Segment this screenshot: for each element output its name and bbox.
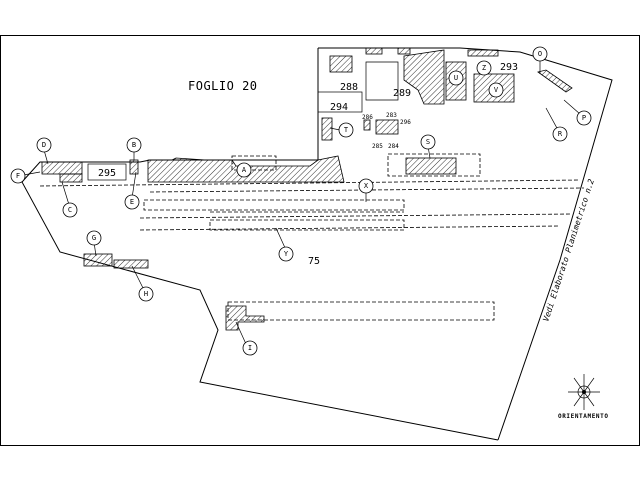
track-lines <box>39 153 585 321</box>
platform-Y <box>209 219 405 231</box>
svg-text:O: O <box>538 50 542 58</box>
callout-E[interactable]: E <box>124 194 140 210</box>
parcel-288-label: 288 <box>340 82 358 93</box>
road-label: Vedi Elaborato Planimetrico n.2 <box>541 178 596 323</box>
parcel-294-label: 294 <box>330 102 348 113</box>
compass-icon <box>568 374 600 410</box>
svg-text:I: I <box>248 344 252 352</box>
parcel-286-label: 286 <box>362 114 373 121</box>
parcel-295-label: 295 <box>98 168 116 179</box>
svg-text:V: V <box>494 86 499 94</box>
building-H <box>113 259 149 269</box>
callout-I[interactable]: I <box>242 340 258 356</box>
svg-text:Z: Z <box>482 64 486 72</box>
svg-text:H: H <box>144 290 148 298</box>
outline-A <box>231 155 277 171</box>
callout-X[interactable]: X <box>358 178 374 194</box>
parcel-289-label: 289 <box>393 88 411 99</box>
callout-O[interactable]: O <box>532 46 548 62</box>
building-E <box>129 159 139 175</box>
callout-P[interactable]: P <box>576 110 592 126</box>
parcel-283-label: 283 <box>386 112 397 119</box>
callout-Z[interactable]: Z <box>476 60 492 76</box>
parcel-294-outline <box>317 91 363 113</box>
outline-S <box>387 153 481 177</box>
callout-leaders <box>17 60 581 345</box>
svg-text:D: D <box>42 141 46 149</box>
callout-A[interactable]: A <box>236 162 252 178</box>
svg-text:C: C <box>68 206 72 214</box>
platform-I <box>227 301 495 321</box>
svg-text:P: P <box>582 114 586 122</box>
callouts: A B C D E F G H I O P R S T U V X Y Z <box>10 46 592 356</box>
building-293-top <box>467 49 499 57</box>
building-top-mid <box>397 47 411 55</box>
building-O <box>537 69 573 93</box>
parcel-284-label: 284 <box>388 143 399 150</box>
building-288 <box>329 55 353 73</box>
svg-text:E: E <box>130 198 134 206</box>
callout-S[interactable]: S <box>420 134 436 150</box>
area-number: 75 <box>308 256 320 267</box>
callout-H[interactable]: H <box>138 286 154 302</box>
callout-T[interactable]: T <box>338 122 354 138</box>
svg-text:A: A <box>242 166 247 174</box>
callout-Y[interactable]: Y <box>278 246 294 262</box>
track-line-4 <box>139 213 573 219</box>
building-V <box>473 73 515 103</box>
callout-G[interactable]: G <box>86 230 102 246</box>
svg-text:F: F <box>16 172 20 180</box>
track-line-1 <box>39 179 581 187</box>
orientation-label: ORIENTAMENTO <box>558 413 609 420</box>
svg-text:S: S <box>426 138 430 146</box>
callout-F[interactable]: F <box>10 168 26 184</box>
svg-text:R: R <box>558 130 563 138</box>
callout-U[interactable]: U <box>448 70 464 86</box>
land-boundary <box>318 47 613 441</box>
svg-text:U: U <box>454 74 458 82</box>
svg-text:X: X <box>364 182 369 190</box>
building-top-left <box>365 47 383 55</box>
building-S <box>405 157 457 175</box>
callout-V[interactable]: V <box>488 82 504 98</box>
track-line-5 <box>139 225 561 231</box>
building-286 <box>363 119 371 131</box>
block-289-outline <box>365 61 399 101</box>
parcel-outlines <box>87 91 363 181</box>
sheet-title: FOGLIO 20 <box>188 79 258 93</box>
callout-R[interactable]: R <box>552 126 568 142</box>
building-G <box>83 253 113 267</box>
parcel-285-label: 285 <box>372 143 383 150</box>
building-I <box>225 305 265 331</box>
callout-C[interactable]: C <box>62 202 78 218</box>
parcel-295-outline <box>87 163 127 181</box>
building-C <box>59 173 83 183</box>
building-289 <box>403 49 445 105</box>
svg-text:T: T <box>344 126 349 134</box>
svg-text:Y: Y <box>284 250 289 258</box>
building-T <box>321 117 333 141</box>
svg-text:G: G <box>92 234 96 242</box>
callout-D[interactable]: D <box>36 137 52 153</box>
platform-X <box>143 199 405 211</box>
parcel-293-label: 293 <box>500 62 518 73</box>
svg-text:B: B <box>132 141 136 149</box>
building-283 <box>375 119 399 135</box>
callout-B[interactable]: B <box>126 137 142 153</box>
parcel-296-label: 296 <box>400 119 411 126</box>
